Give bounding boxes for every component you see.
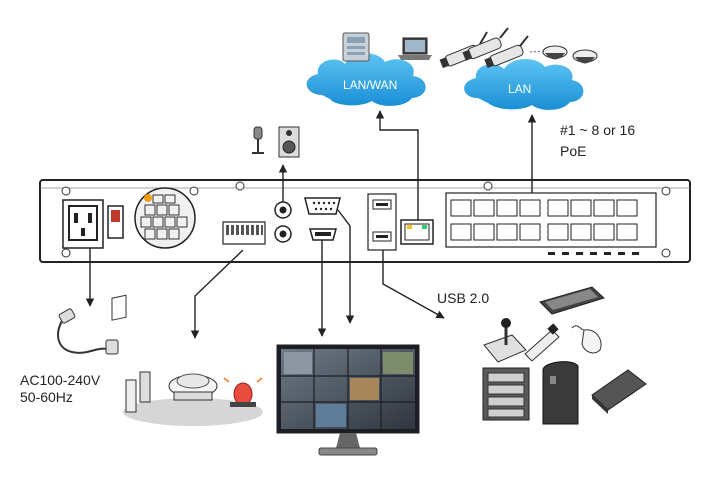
poe-label: #1 ~ 8 or 16 PoE (560, 122, 635, 160)
laptop-icon (398, 37, 432, 60)
keyboard-icon (539, 286, 605, 315)
frequency-text: 50-60Hz (20, 389, 73, 405)
hdmi-port (309, 228, 337, 241)
dome-camera-icon (542, 45, 568, 60)
poe-range-text: #1 ~ 8 or 16 (560, 122, 636, 138)
microphone-icon (252, 126, 264, 154)
audio-jacks (274, 201, 292, 243)
vga-port (304, 197, 341, 215)
door-sensor-icon (125, 371, 151, 413)
portable-hdd-icon (591, 369, 647, 414)
power-cord-icon (57, 308, 119, 355)
fan-grille (134, 187, 196, 249)
monitor-icon (276, 344, 420, 456)
lan-port (400, 219, 434, 245)
poe-text: PoE (560, 143, 587, 159)
power-spec-label: AC100-240V 50-60Hz (20, 372, 100, 406)
lan-label: LAN (508, 82, 531, 96)
external-hdd-tower-icon (542, 361, 579, 425)
smoke-detector-icon (168, 373, 218, 401)
alarm-devices-base (123, 398, 263, 426)
power-switch (107, 205, 124, 239)
dome-camera-icon (572, 49, 598, 64)
voltage-text: AC100-240V (20, 372, 101, 388)
strobe-siren-icon (223, 377, 263, 407)
mouse-icon (571, 325, 602, 354)
nas-storage-icon (482, 367, 530, 421)
bullet-cameras-icon (439, 27, 529, 69)
lan-wan-label: LAN/WAN (343, 78, 397, 92)
joystick-icon (483, 318, 527, 363)
usb-ports (367, 193, 397, 251)
alarm-terminal-block (222, 221, 266, 245)
server-icon (342, 32, 370, 62)
usb-label: USB 2.0 (437, 290, 490, 306)
speaker-icon (278, 126, 300, 158)
poe-ports (445, 192, 657, 255)
usb-drive-icon (524, 323, 560, 362)
wall-outlet-icon (111, 294, 127, 321)
connection-lines (85, 110, 537, 339)
lan-wan-cloud: LAN/WAN (306, 53, 426, 106)
power-socket (62, 199, 104, 249)
lan-cloud: LAN (464, 58, 584, 110)
